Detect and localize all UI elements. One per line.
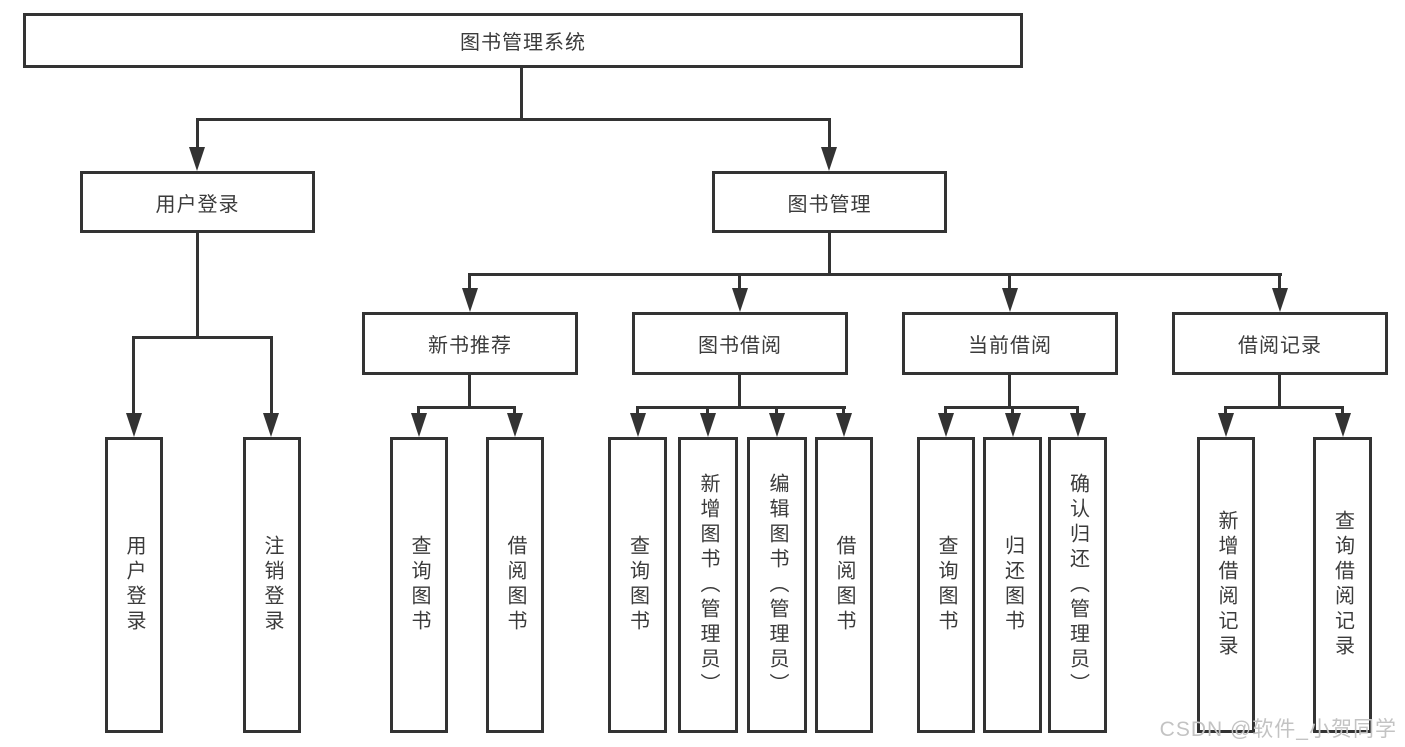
connector-drop-l3 (738, 273, 741, 291)
connector-borrow-record-hbar (1224, 406, 1344, 409)
leaf-query-books-borrow: 查询图书 (608, 437, 667, 733)
connector-drop-l3 (468, 273, 471, 291)
connector-user-login-stem (196, 233, 199, 336)
csdn-watermark: CSDN @软件_小贺同学 (1159, 718, 1397, 741)
connector-book-borrow-stem (738, 375, 741, 406)
arrow-down-icon (1005, 413, 1021, 437)
connector-drop-leaf (1224, 406, 1227, 416)
connector-drop-book-mgmt (828, 118, 831, 150)
leaf-logout-label: 注销登录 (261, 535, 283, 635)
connector-drop-leaf (842, 406, 845, 416)
connector-drop-leaf (1341, 406, 1344, 416)
node-current-borrow-label: 当前借阅 (968, 335, 1052, 357)
connector-drop-l3 (1008, 273, 1011, 291)
leaf-borrow-books-rec: 借阅图书 (486, 437, 544, 733)
arrow-down-icon (462, 288, 478, 312)
leaf-logout: 注销登录 (243, 437, 301, 733)
leaf-add-books-admin: 新增图书（管理员） (678, 437, 738, 733)
connector-root-hbar (196, 118, 831, 121)
leaf-confirm-return-admin-label: 确认归还（管理员） (1066, 472, 1089, 698)
arrow-down-icon (189, 147, 205, 171)
leaf-query-books-rec: 查询图书 (390, 437, 448, 733)
arrow-down-icon (126, 413, 142, 437)
leaf-add-books-admin-label: 新增图书（管理员） (697, 472, 719, 698)
node-book-mgmt: 图书管理 (712, 171, 947, 233)
connector-book-mgmt-hbar (468, 273, 1282, 276)
arrow-down-icon (732, 288, 748, 312)
arrow-down-icon (1272, 288, 1288, 312)
connector-new-book-rec-stem (468, 375, 471, 406)
node-user-login-label: 用户登录 (155, 193, 240, 216)
arrow-down-icon (1218, 413, 1234, 437)
arrow-down-icon (769, 413, 785, 437)
leaf-edit-books-admin-label: 编辑图书（管理员） (766, 472, 788, 698)
connector-drop-leaf (417, 406, 420, 416)
arrow-down-icon (1002, 288, 1018, 312)
arrow-down-icon (411, 413, 427, 437)
node-new-book-rec: 新书推荐 (362, 312, 578, 375)
leaf-borrow-books-rec-label: 借阅图书 (504, 535, 526, 635)
arrow-down-icon (938, 413, 954, 437)
node-current-borrow: 当前借阅 (902, 312, 1118, 375)
leaf-query-borrow-record: 查询借阅记录 (1313, 437, 1372, 733)
leaf-borrow-books-label: 借阅图书 (833, 535, 855, 635)
node-new-book-rec-label: 新书推荐 (428, 335, 512, 357)
leaf-return-books: 归还图书 (983, 437, 1042, 733)
connector-drop-leaf (270, 336, 273, 415)
leaf-query-books-current: 查询图书 (917, 437, 975, 733)
arrow-down-icon (836, 413, 852, 437)
connector-drop-leaf (636, 406, 639, 416)
node-root: 图书管理系统 (23, 13, 1023, 68)
arrow-down-icon (507, 413, 523, 437)
connector-borrow-record-stem (1278, 375, 1281, 406)
node-root-label: 图书管理系统 (460, 32, 586, 54)
connector-drop-l3 (1278, 273, 1281, 291)
connector-user-login-hbar (132, 336, 273, 339)
leaf-query-books-rec-label: 查询图书 (408, 535, 430, 635)
leaf-query-books-borrow-label: 查询图书 (626, 535, 649, 635)
leaf-add-borrow-record-label: 新增借阅记录 (1215, 510, 1237, 660)
connector-book-mgmt-stem (828, 233, 831, 273)
node-user-login: 用户登录 (80, 171, 315, 233)
leaf-edit-books-admin: 编辑图书（管理员） (747, 437, 807, 733)
node-borrow-record: 借阅记录 (1172, 312, 1388, 375)
node-book-borrow: 图书借阅 (632, 312, 848, 375)
connector-root-stem (520, 68, 523, 118)
node-book-mgmt-label: 图书管理 (787, 193, 872, 216)
leaf-user-login: 用户登录 (105, 437, 163, 733)
connector-drop-leaf (944, 406, 947, 416)
leaf-return-books-label: 归还图书 (1001, 535, 1024, 635)
connector-drop-leaf (513, 406, 516, 416)
connector-drop-user-login (196, 118, 199, 150)
arrow-down-icon (1335, 413, 1351, 437)
node-book-borrow-label: 图书借阅 (698, 335, 782, 357)
leaf-user-login-label: 用户登录 (123, 535, 145, 635)
connector-drop-leaf (775, 406, 778, 416)
connector-drop-leaf (1076, 406, 1079, 416)
connector-book-borrow-hbar (636, 406, 846, 409)
leaf-confirm-return-admin: 确认归还（管理员） (1048, 437, 1107, 733)
arrow-down-icon (700, 413, 716, 437)
leaf-query-borrow-record-label: 查询借阅记录 (1331, 510, 1354, 660)
connector-new-book-rec-hbar (417, 406, 516, 409)
leaf-query-books-current-label: 查询图书 (935, 535, 957, 635)
connector-drop-leaf (1011, 406, 1014, 416)
node-borrow-record-label: 借阅记录 (1238, 335, 1322, 357)
leaf-add-borrow-record: 新增借阅记录 (1197, 437, 1255, 733)
arrow-down-icon (263, 413, 279, 437)
connector-current-borrow-stem (1008, 375, 1011, 406)
arrow-down-icon (1070, 413, 1086, 437)
leaf-borrow-books: 借阅图书 (815, 437, 873, 733)
arrow-down-icon (821, 147, 837, 171)
arrow-down-icon (630, 413, 646, 437)
connector-drop-leaf (706, 406, 709, 416)
connector-drop-leaf (132, 336, 135, 415)
